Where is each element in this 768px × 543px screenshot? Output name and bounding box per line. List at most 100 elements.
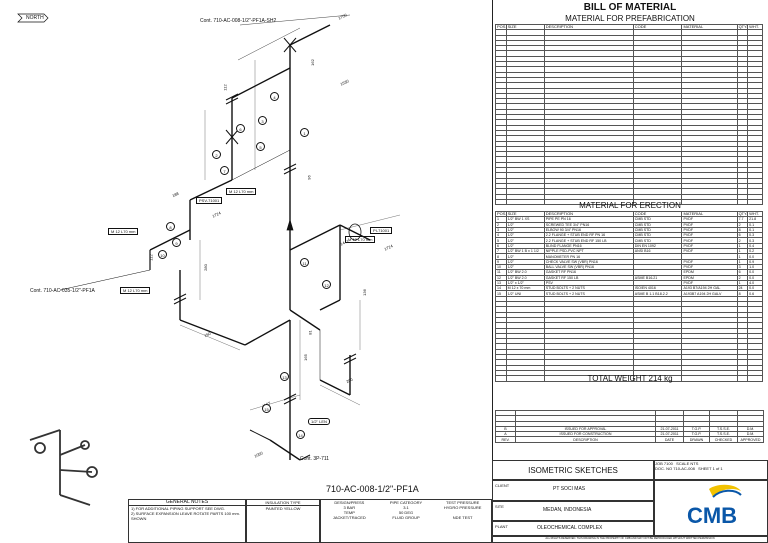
rev-header-cell: DATE <box>655 436 684 443</box>
general-notes-title: GENERAL NOTES <box>129 500 245 506</box>
bom-cell <box>505 198 545 206</box>
fluid-group-label: FLUID GROUP <box>392 515 420 520</box>
bom-row <box>495 198 763 206</box>
bom-header-cell: POS. <box>495 210 507 218</box>
general-notes-box: GENERAL NOTES 1) FOR ADDITIONAL PIPING S… <box>128 499 246 543</box>
site-label: SITE <box>495 504 504 509</box>
bom-cell <box>543 198 634 206</box>
client-name: PT SOCI MAS <box>553 486 586 492</box>
site-name: MEDAN, INDONESIA <box>543 507 592 513</box>
bom-cell <box>747 198 763 206</box>
plant-box: PLANT OLEOCHEMICAL COMPLEX <box>492 521 654 536</box>
bom-row <box>495 29 763 36</box>
connection-left: Cont. 710-AC-035-1/2"-PF1A <box>30 288 95 294</box>
isometric-drawing: NORTH Cont. 710-AC-008-1/2"-PF1A-SH2 Con… <box>17 12 419 506</box>
bom-header-cell: QTY. <box>736 210 749 218</box>
dimension-label: 112 <box>148 254 154 261</box>
dimension-label: 165 <box>302 354 308 361</box>
length-tag: 1/2" LEN <box>308 418 330 425</box>
dimension-label: 96 <box>306 175 312 180</box>
plant-name: OLEOCHEMICAL COMPLEX <box>537 525 603 531</box>
nde-test-label: NDE TEST <box>452 515 473 520</box>
rev-header-cell: DRAWN <box>683 436 710 443</box>
pipe-category-value: 3.1 <box>403 505 409 510</box>
temp-label: TEMP <box>343 510 355 515</box>
bom-cell <box>543 375 634 382</box>
doc-number: 710-AC-008 <box>673 466 695 471</box>
footer-text: ALL RIGHTS RESERVED. THIS DRAWING IS THE… <box>545 537 715 540</box>
note-line: 1) FOR ADDITIONAL PIPING SUPPORT SEE DWG… <box>131 506 225 511</box>
bom-row <box>495 375 763 382</box>
job-label: JOB <box>655 461 663 466</box>
plant-label: PLANT <box>495 524 508 529</box>
bolt-tag: M 12 L70 mm <box>226 188 257 195</box>
scale-value: NTS <box>690 461 699 466</box>
bom-cell <box>681 375 738 382</box>
rev-header-cell: REV. <box>495 436 516 443</box>
dimension-label: 162 <box>309 59 315 66</box>
psv-tag: PSV-71001 <box>196 197 223 204</box>
item-bubble: 8 <box>166 222 175 231</box>
bom-title: BILL OF MATERIAL <box>583 2 677 13</box>
erection-title: MATERIAL FOR ERECTION <box>579 201 681 210</box>
rev-header-cell: CHECKED <box>709 436 738 443</box>
insulation-value: PAINTED YELLOW <box>265 506 301 511</box>
item-bubble: 2 <box>212 150 221 159</box>
sheet-label: SHEET <box>698 466 712 471</box>
bolt-tag: M 12 L70 mm <box>120 287 151 294</box>
sheet-value: 1 of 1 <box>712 466 723 471</box>
site-box: SITE MEDAN, INDONESIA <box>492 501 654 521</box>
item-bubble: 13 <box>280 372 289 381</box>
rev-header-cell: DESCRIPTION <box>515 436 656 443</box>
job-info-box: JOB 7100 SCALE NTS DOC. NO 710-AC-008 SH… <box>654 460 768 480</box>
item-bubble: 3 <box>258 116 267 125</box>
bolt-tag: M 12 L70 mm <box>345 236 376 243</box>
logo-text: CMB <box>686 503 738 528</box>
isometric-svg <box>17 13 401 506</box>
dimension-label: 136 <box>361 289 367 296</box>
job-number: 7100 <box>663 461 673 466</box>
bom-cell <box>747 375 763 382</box>
design-value: 3 BAR <box>343 505 356 510</box>
doc-type: ISOMETRIC SKETCHES <box>528 466 618 475</box>
scale-label: SCALE <box>676 461 690 466</box>
item-bubble: 7 <box>220 166 229 175</box>
dimension-label: 112 <box>222 84 228 91</box>
doc-type-box: ISOMETRIC SKETCHES <box>492 460 654 480</box>
note-line: 2) SURFACE EXPANSION LEAVE ROTATE PARTS … <box>131 511 240 521</box>
dimension-label: 81 <box>307 330 313 335</box>
bom-cell <box>505 375 545 382</box>
bom-header-cell: QTY. <box>736 23 749 31</box>
bom-header-cell: POS. <box>495 23 507 31</box>
bill-of-material: BILL OF MATERIAL MATERIAL FOR PREFABRICA… <box>492 0 768 543</box>
client-label: CLIENT <box>495 483 510 488</box>
test-pressure-value: HYDRO PRESSURE <box>443 505 482 510</box>
item-bubble: 14 <box>296 430 305 439</box>
item-bubble: 9 <box>172 238 181 247</box>
prefab-title: MATERIAL FOR PREFABRICATION <box>565 14 695 23</box>
test-pressure-label: TEST PRESSURE <box>446 500 480 505</box>
footer-strip: ALL RIGHTS RESERVED. THIS DRAWING IS THE… <box>492 536 768 543</box>
north-arrow-shape <box>17 13 49 23</box>
total-weight: TOTAL WEIGHT 214 kg <box>587 374 673 383</box>
doc-label: DOC. NO <box>655 466 673 471</box>
connection-top: Cont. 710-AC-008-1/2"-PF1A-SH2 <box>200 18 277 24</box>
connection-bottom: Cont. 3P-711 <box>300 456 330 462</box>
rev-header-cell: APPROVED <box>737 436 764 443</box>
item-bubble: 6 <box>236 124 245 133</box>
cmb-logo-icon <box>709 484 742 498</box>
drawing-number-title: 710-AC-008-1/2"-PF1A <box>326 484 419 494</box>
item-bubble: 11 <box>300 258 309 267</box>
item-bubble: 5 <box>256 142 265 151</box>
jacket-label: JACKET/TRACED <box>332 515 366 520</box>
pipe-category-label: PIPE CATEGORY <box>389 500 423 505</box>
client-box: CLIENT PT SOCI MAS <box>492 480 654 501</box>
insulation-box: INSULATION TYPE PAINTED YELLOW <box>246 499 320 543</box>
item-bubble: 4 <box>270 92 279 101</box>
dimension-label: 280 <box>202 264 208 271</box>
item-bubble: 10 <box>158 250 167 259</box>
